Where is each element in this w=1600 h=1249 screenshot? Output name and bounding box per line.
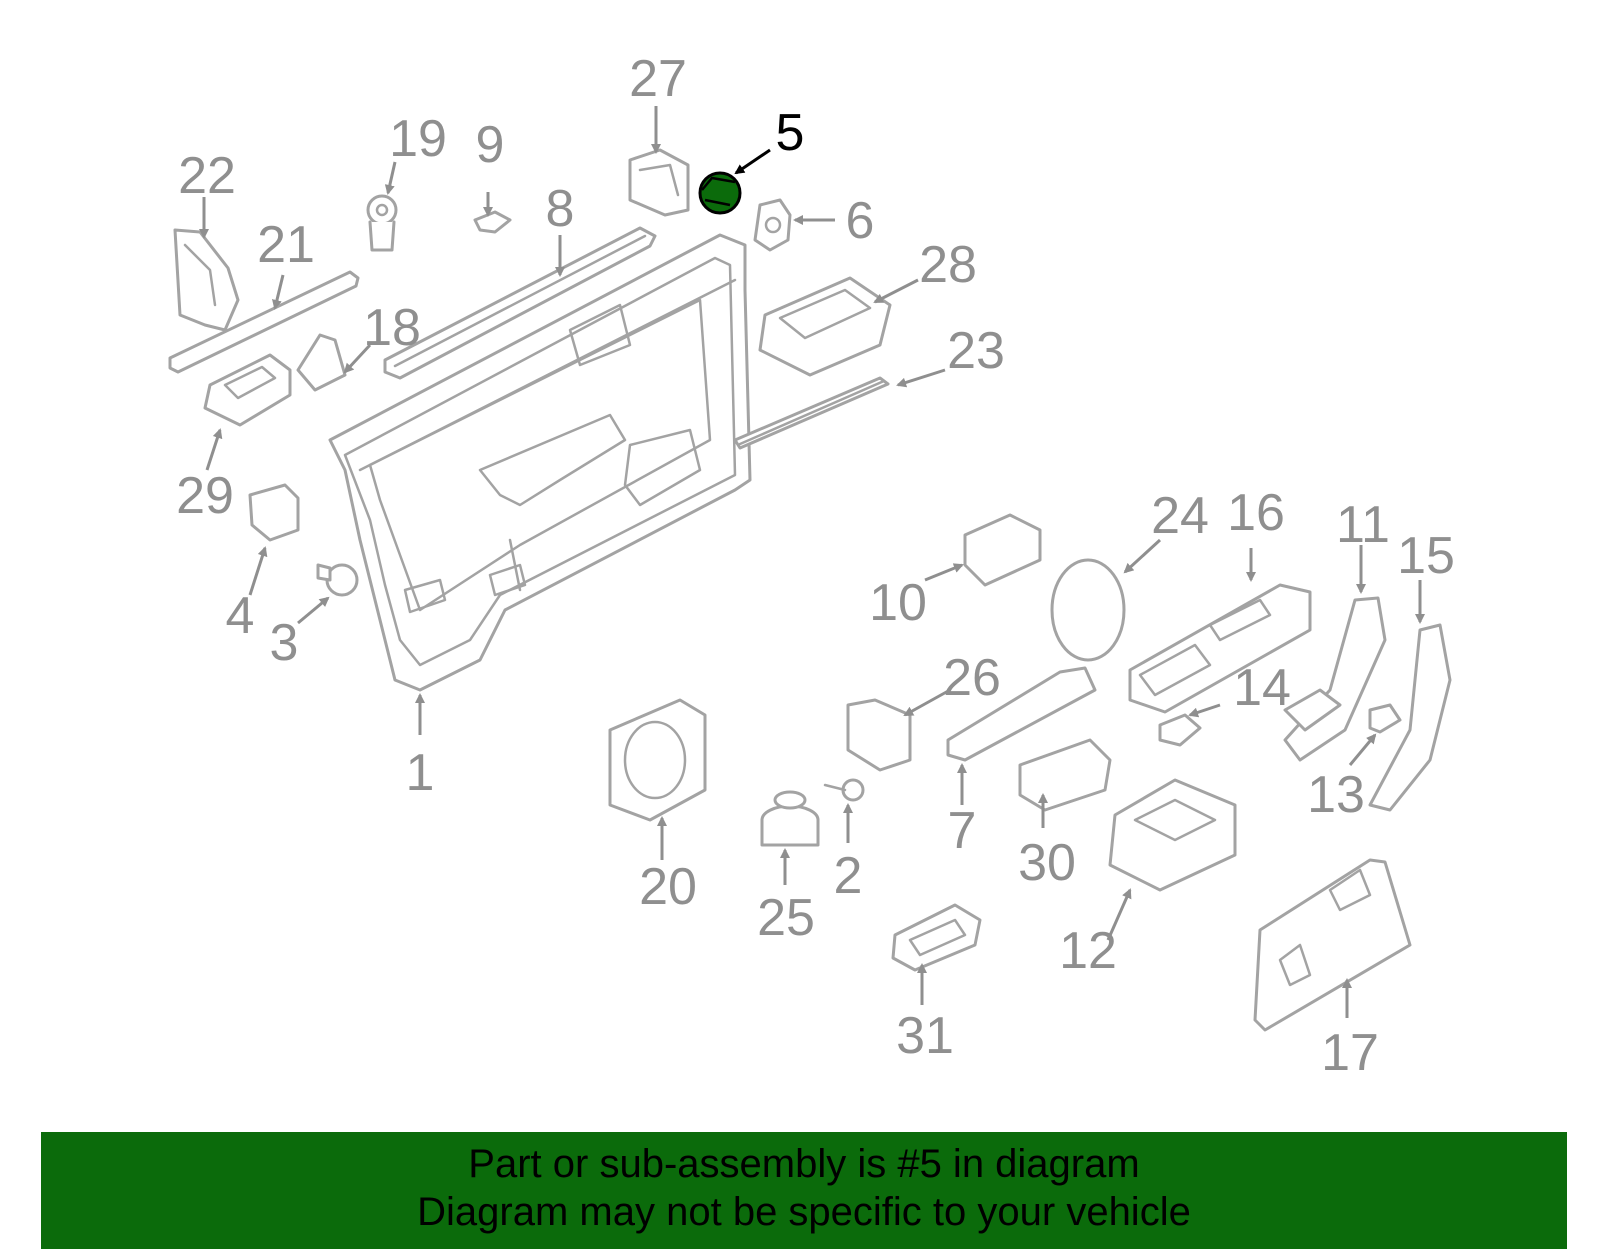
- callout-19: 19: [389, 110, 447, 168]
- callout-25: 25: [757, 889, 815, 947]
- callout-3: 3: [270, 614, 299, 672]
- callout-1: 1: [406, 744, 435, 802]
- part-6-bracket: [753, 198, 792, 252]
- part-8-upper-trim: [383, 226, 657, 380]
- callout-17: 17: [1321, 1024, 1379, 1082]
- callout-6: 6: [846, 192, 875, 250]
- info-banner: Part or sub-assembly is #5 in diagram Di…: [41, 1132, 1567, 1249]
- callout-13: 13: [1307, 766, 1365, 824]
- part-7-pull-strap: [946, 666, 1097, 762]
- callout-8: 8: [546, 180, 575, 238]
- callout-12: 12: [1059, 922, 1117, 980]
- part-18-clip: [296, 333, 347, 392]
- callout-18: 18: [363, 299, 421, 357]
- part-15-trim: [1368, 623, 1452, 812]
- callout-23: 23: [947, 322, 1005, 380]
- callout-22: 22: [178, 147, 236, 205]
- callout-15: 15: [1397, 527, 1455, 585]
- callout-16: 16: [1227, 484, 1285, 542]
- banner-line-disclaimer: Diagram may not be specific to your vehi…: [417, 1190, 1191, 1234]
- callout-2: 2: [834, 847, 863, 905]
- part-23-weatherstrip: [733, 376, 890, 450]
- callout-30: 30: [1018, 834, 1076, 892]
- callout-20: 20: [639, 858, 697, 916]
- callout-27: 27: [629, 50, 687, 108]
- part-5-highlighted: [698, 171, 742, 215]
- part-12-support: [1108, 778, 1237, 892]
- part-27-bracket: [628, 148, 690, 217]
- callout-24: 24: [1151, 487, 1209, 545]
- part-21-belt-molding: [168, 270, 360, 374]
- callout-14: 14: [1233, 659, 1291, 717]
- part-13-clip: [1368, 703, 1402, 734]
- part-17-lower-trim: [1253, 858, 1412, 1032]
- callout-31: 31: [896, 1007, 954, 1065]
- callout-29: 29: [176, 467, 234, 525]
- callout-9: 9: [476, 116, 505, 174]
- part-20-speaker-housing: [608, 698, 707, 822]
- part-19-retainer: [366, 194, 398, 252]
- callout-7: 7: [948, 802, 977, 860]
- part-10-cup-holder: [963, 513, 1042, 587]
- part-25-knob: [760, 790, 820, 847]
- part-29-switch: [203, 353, 292, 427]
- part-22-trim-cover: [173, 228, 240, 332]
- part-26-bracket: [846, 698, 912, 772]
- part-14-switch: [1158, 713, 1202, 747]
- part-31-bezel: [891, 903, 982, 972]
- part-4-handle-bracket: [248, 483, 300, 542]
- part-3-plug: [316, 563, 359, 597]
- leader-lines: [199, 106, 1425, 1018]
- part-30-bracket: [1018, 738, 1112, 812]
- callout-21: 21: [257, 216, 315, 274]
- callout-11: 11: [1336, 496, 1390, 554]
- part-16-armrest: [1128, 583, 1312, 714]
- callout-10: 10: [869, 574, 927, 632]
- part-11-handle: [1283, 596, 1387, 762]
- callout-28: 28: [919, 236, 977, 294]
- callout-26: 26: [943, 649, 1001, 707]
- part-9-clip: [473, 210, 512, 234]
- part-2-screw: [823, 778, 865, 802]
- banner-line-part: Part or sub-assembly is #5 in diagram: [468, 1142, 1140, 1186]
- part-28-window-switch: [758, 276, 892, 377]
- part-24-ring-seal: [1050, 558, 1126, 662]
- part-1-door-trim-panel: [328, 233, 752, 692]
- callout-5-highlighted: 5: [776, 104, 805, 162]
- callout-labels: 1 2 3 4 5 6 7 8 9 10 11 12 13 14 15 16 1…: [176, 50, 1455, 1082]
- callout-4: 4: [226, 587, 255, 645]
